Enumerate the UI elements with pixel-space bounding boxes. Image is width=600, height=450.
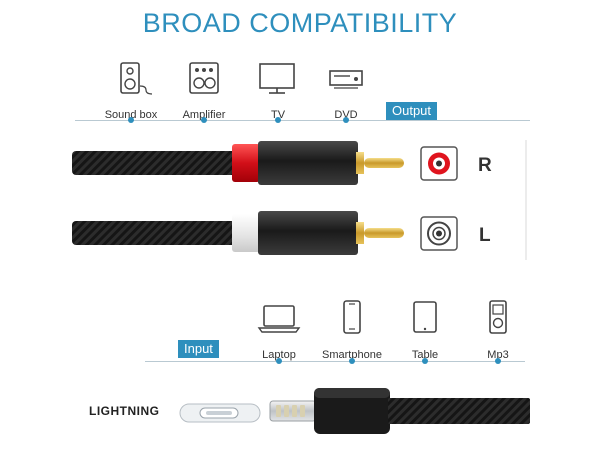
timeline-dot [275, 117, 281, 123]
lightning-port-icon [179, 403, 261, 423]
timeline-dot [343, 117, 349, 123]
device-label: TV [270, 109, 286, 121]
smartphone-icon [343, 300, 361, 334]
channel-right-label: R [478, 155, 492, 176]
lightning-label: LIGHTNING [89, 404, 160, 418]
device-laptop: Laptop [239, 298, 319, 361]
tv-icon [259, 63, 295, 94]
laptop-icon [257, 305, 301, 333]
rca-white-cable [72, 211, 404, 255]
lightning-connector-image [269, 388, 530, 434]
amplifier-icon [189, 62, 219, 94]
timeline-dot [422, 358, 428, 364]
device-label: DVD [334, 109, 358, 121]
speaker-icon [120, 62, 153, 95]
page-title: BROAD COMPATIBILITY [142, 8, 458, 38]
red-jack-icon [420, 146, 458, 181]
white-jack-icon [420, 216, 458, 251]
timeline-dot [495, 358, 501, 364]
device-smartphone: Smartphone [312, 298, 392, 361]
device-label: Sound box [104, 109, 158, 121]
channel-left-label: L [479, 225, 491, 246]
timeline-dot [349, 358, 355, 364]
device-tv: TV [238, 58, 318, 121]
rca-red-cable [72, 141, 404, 185]
device-label: Mp3 [487, 349, 509, 361]
output-tag: Output [386, 102, 438, 120]
device-label: Smartphone [322, 349, 382, 361]
device-label: Laptop [262, 349, 296, 361]
dvd-player-icon [329, 70, 363, 89]
device-tablet: Table [385, 298, 465, 361]
device-dvd: DVD [306, 58, 386, 121]
input-timeline [145, 361, 525, 362]
timeline-dot [276, 358, 282, 364]
tablet-icon [413, 301, 437, 333]
input-tag: Input [178, 340, 219, 358]
device-sound-box: Sound box [91, 58, 171, 121]
rca-cables-image [72, 140, 527, 260]
output-timeline [75, 120, 530, 121]
device-label: Amplifier [182, 109, 226, 121]
mp3-player-icon [489, 300, 507, 334]
timeline-dot [128, 117, 134, 123]
device-mp3: Mp3 [458, 298, 538, 361]
device-label: Table [411, 349, 439, 361]
timeline-dot [201, 117, 207, 123]
device-amplifier: Amplifier [164, 58, 244, 121]
